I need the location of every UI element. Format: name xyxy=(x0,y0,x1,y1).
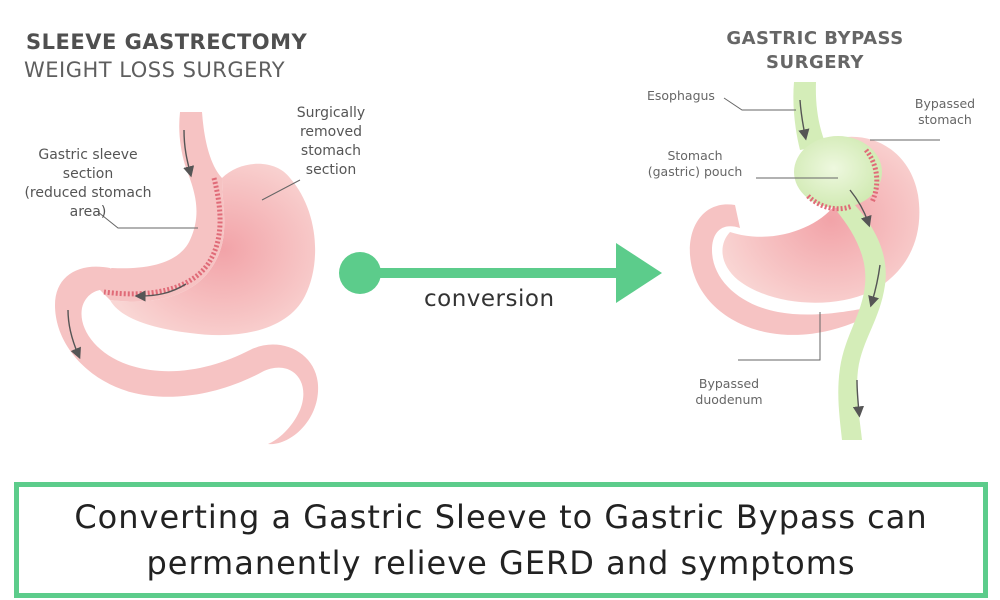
bypass-flow-arrow-3 xyxy=(868,264,881,308)
conversion-label: conversion xyxy=(424,286,555,312)
left-title-line-2: WEIGHT LOSS SURGERY xyxy=(24,58,286,82)
pouch-bottom-staple xyxy=(806,194,853,212)
removed-stomach-section xyxy=(110,163,316,336)
label-stomach-pouch: Stomach (gastric) pouch xyxy=(642,148,748,180)
conversion-arrow-shaft xyxy=(360,268,622,278)
label-removed-line-3: stomach xyxy=(300,143,362,159)
label-surgically-removed: Surgically removed stomach section xyxy=(286,104,376,180)
right-title-line-1: GASTRIC BYPASS xyxy=(726,28,904,49)
right-title-line-2: SURGERY xyxy=(766,52,864,73)
label-bypassed-duodenum-line-2: duodenum xyxy=(695,392,763,407)
sleeve-illustration xyxy=(55,112,319,445)
sleeve-leader-line xyxy=(97,211,198,229)
conversion-arrow-head xyxy=(616,243,662,303)
label-bypassed-duodenum-line-1: Bypassed xyxy=(698,376,760,391)
roux-limb xyxy=(836,200,886,440)
label-gastric-sleeve-line-3: (reduced stomach xyxy=(24,185,152,201)
sleeve-esophagus xyxy=(98,112,225,302)
label-pouch-line-2: (gastric) pouch xyxy=(647,164,743,179)
removed-leader-line xyxy=(261,179,301,201)
label-bypassed-stomach-line-1: Bypassed xyxy=(914,96,976,111)
bypass-flow-arrow-1 xyxy=(798,99,810,141)
sleeve-flow-arrow-3 xyxy=(67,309,81,360)
sleeve-flow-arrow-1 xyxy=(183,129,195,178)
esophagus-leader-line xyxy=(723,97,796,111)
summary-banner: Converting a Gastric Sleeve to Gastric B… xyxy=(14,482,988,598)
bypass-flow-arrow-4 xyxy=(852,379,865,418)
bypassed-duodenum-loop xyxy=(689,204,866,335)
label-pouch-line-1: Stomach xyxy=(667,148,723,163)
label-removed-line-4: section xyxy=(305,162,357,178)
pouch-staple-line xyxy=(863,148,880,204)
label-gastric-sleeve-section: Gastric sleeve section (reduced stomach … xyxy=(14,146,162,222)
label-bypassed-stomach-line-2: stomach xyxy=(918,112,972,127)
label-gastric-sleeve-line-1: Gastric sleeve xyxy=(38,147,138,163)
label-bypassed-duodenum: Bypassed duodenum xyxy=(684,376,774,408)
duodenum-leader-line xyxy=(738,312,821,361)
label-removed-line-1: Surgically xyxy=(296,105,366,121)
label-esophagus: Esophagus xyxy=(647,88,715,103)
sleeve-staple-line xyxy=(103,177,223,297)
gastric-pouch xyxy=(794,136,882,208)
label-gastric-sleeve-line-4: area) xyxy=(69,204,107,220)
bypass-illustration xyxy=(689,82,940,440)
banner-line-2: permanently relieve GERD and symptoms xyxy=(146,544,856,582)
label-gastric-sleeve-line-2: section xyxy=(62,166,114,182)
conversion-arrow xyxy=(339,243,662,303)
banner-line-1: Converting a Gastric Sleeve to Gastric B… xyxy=(74,498,928,536)
label-removed-line-2: removed xyxy=(299,124,363,140)
sleeve-intestine xyxy=(55,266,319,445)
left-title-line-1: SLEEVE GASTRECTOMY xyxy=(26,30,308,54)
sleeve-flow-arrow-2 xyxy=(134,283,187,302)
label-bypassed-stomach: Bypassed stomach xyxy=(900,96,990,128)
bypass-flow-arrow-2 xyxy=(849,189,872,228)
